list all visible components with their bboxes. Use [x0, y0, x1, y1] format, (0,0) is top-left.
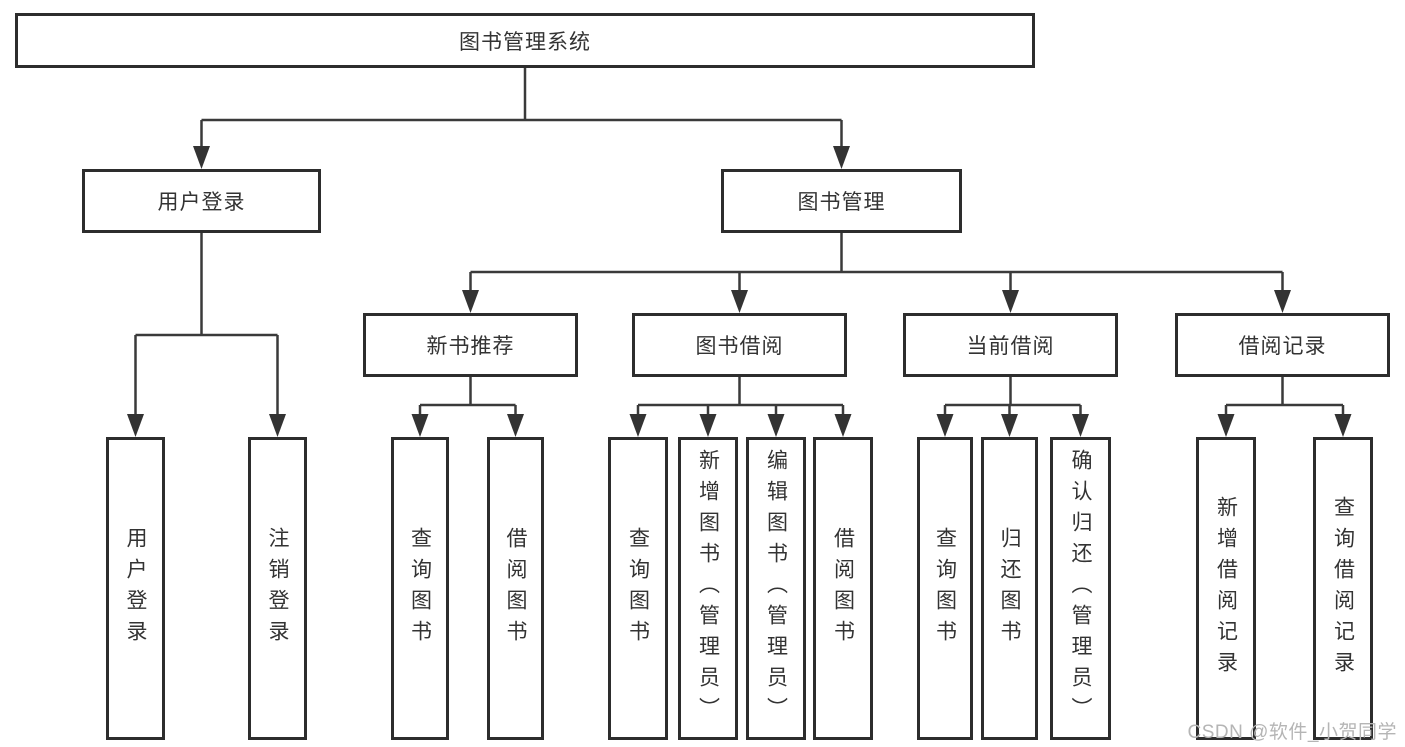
node-leaf-return-book: 归还图书 — [981, 437, 1038, 740]
node-leaf-edit-book-admin: 编辑图书（管理员） — [746, 437, 806, 740]
node-book-management: 图书管理 — [721, 169, 962, 233]
node-borrow-records: 借阅记录 — [1175, 313, 1390, 377]
leaf-label: 查询借阅记录 — [1331, 495, 1355, 682]
node-leaf-logout: 注销登录 — [248, 437, 307, 740]
arrowhead — [1001, 414, 1018, 437]
arrowhead — [411, 414, 429, 437]
node-leaf-query-books-3: 查询图书 — [917, 437, 973, 740]
leaf-label: 新增借阅记录 — [1214, 495, 1238, 682]
arrowhead — [767, 414, 785, 437]
node-user-login: 用户登录 — [82, 169, 321, 233]
node-new-book-recommend: 新书推荐 — [363, 313, 578, 377]
node-root-library-system: 图书管理系统 — [15, 13, 1035, 68]
connector-borrow-to-leaves — [636, 377, 845, 416]
leaf-label: 借阅图书 — [504, 526, 528, 651]
arrowhead — [507, 414, 524, 437]
connector-current-to-leaves — [943, 377, 1082, 416]
arrowhead — [699, 414, 717, 437]
leaf-label: 借阅图书 — [831, 526, 855, 651]
arrowhead — [127, 414, 144, 437]
connector-userlogin-to-leaves — [134, 233, 279, 416]
csdn-watermark: CSDN @软件_小贺同学 — [1187, 722, 1397, 743]
leaf-label: 归还图书 — [998, 526, 1022, 651]
node-leaf-query-borrow-record: 查询借阅记录 — [1313, 437, 1373, 740]
node-leaf-query-books-1: 查询图书 — [391, 437, 449, 740]
arrowhead — [1072, 414, 1089, 437]
leaf-label: 确认归还（管理员） — [1069, 449, 1093, 728]
leaf-label: 查询图书 — [933, 526, 957, 651]
leaf-label: 编辑图书（管理员） — [764, 449, 788, 728]
node-leaf-user-login: 用户登录 — [106, 437, 165, 740]
leaf-label: 查询图书 — [626, 526, 650, 651]
connector-bookmgmt-to-level3 — [469, 233, 1284, 293]
arrowhead — [1002, 290, 1019, 313]
node-leaf-borrow-books-2: 借阅图书 — [813, 437, 873, 740]
arrowhead — [833, 146, 850, 169]
node-book-borrow: 图书借阅 — [632, 313, 847, 377]
node-leaf-borrow-books-1: 借阅图书 — [487, 437, 544, 740]
node-leaf-confirm-return-admin: 确认归还（管理员） — [1050, 437, 1111, 740]
node-leaf-add-book-admin: 新增图书（管理员） — [678, 437, 738, 740]
arrowhead — [193, 146, 210, 169]
arrowhead — [936, 414, 954, 437]
node-leaf-add-borrow-record: 新增借阅记录 — [1196, 437, 1256, 740]
leaf-label: 用户登录 — [124, 526, 148, 651]
connector-root-to-level2 — [200, 68, 843, 150]
arrowhead — [1217, 414, 1235, 437]
arrowhead — [269, 414, 286, 437]
node-current-borrow: 当前借阅 — [903, 313, 1118, 377]
arrowhead — [834, 414, 852, 437]
leaf-label: 查询图书 — [408, 526, 432, 651]
arrowhead — [629, 414, 647, 437]
connector-newbook-to-leaves — [418, 377, 517, 416]
leaf-label: 新增图书（管理员） — [696, 449, 720, 728]
node-leaf-query-books-2: 查询图书 — [608, 437, 668, 740]
arrowhead — [1334, 414, 1352, 437]
leaf-label: 注销登录 — [266, 526, 290, 651]
arrowhead — [731, 290, 748, 313]
connector-records-to-leaves — [1224, 377, 1345, 416]
arrowhead — [1274, 290, 1291, 313]
arrowhead — [462, 290, 479, 313]
